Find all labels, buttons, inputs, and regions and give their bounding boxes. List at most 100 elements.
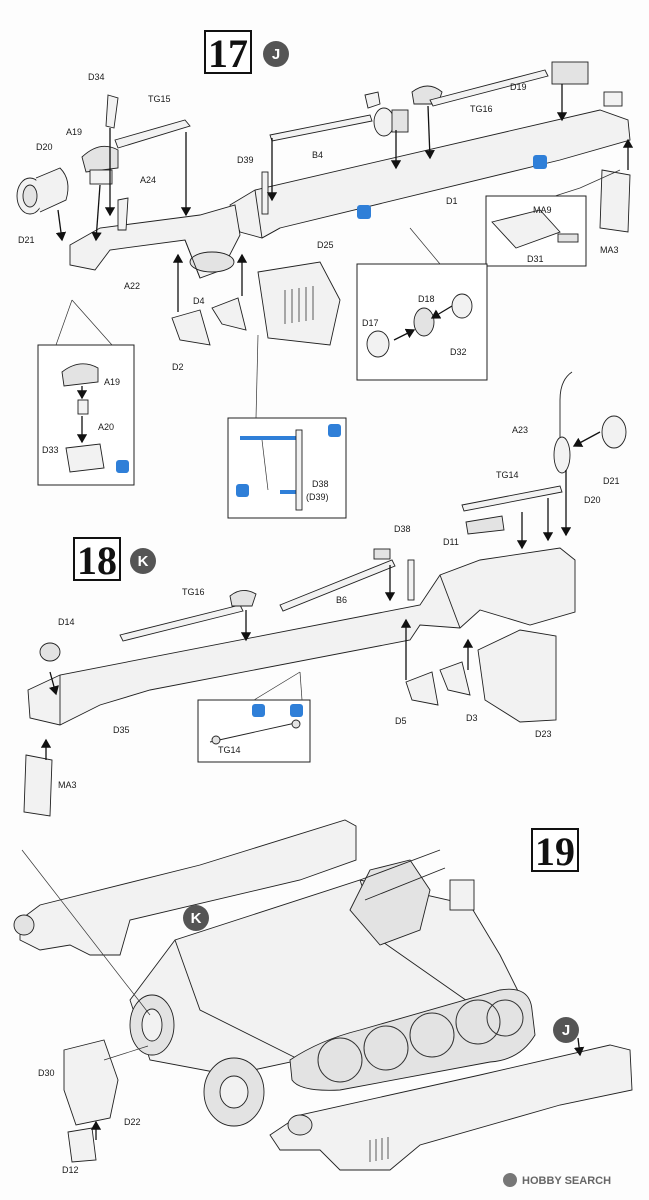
rod-b6: [279, 559, 396, 612]
label-ma9: MA9: [533, 205, 552, 215]
part-d11: [465, 515, 505, 535]
label-d4: D4: [193, 296, 205, 306]
label-d23: D23: [535, 729, 552, 739]
label-d2: D2: [172, 362, 184, 372]
plate-ma3: [599, 169, 631, 233]
subassembly-j-callout-letter: J: [562, 1022, 570, 1039]
subassembly-j-callout: [553, 1017, 579, 1043]
label-b6: B6: [336, 595, 347, 605]
headlight-d20: [35, 167, 69, 213]
subassembly-k-callout-letter: K: [191, 910, 202, 927]
label-d18: D18: [418, 294, 435, 304]
label-d17: D17: [362, 318, 379, 328]
label-tg16: TG16: [182, 587, 205, 597]
bracket-d4: [211, 297, 247, 331]
label-ma3: MA3: [58, 780, 77, 790]
rod-b4: [269, 114, 373, 142]
seat: [449, 879, 475, 911]
label-d31: D31: [527, 254, 544, 264]
fender-j-attach: [269, 1044, 633, 1171]
fender-d1: [229, 109, 631, 239]
fender-d35: [27, 547, 576, 726]
part-d39: [261, 171, 269, 215]
label-d22: D22: [124, 1117, 141, 1127]
label-a24: A24: [140, 175, 156, 185]
step-19-labels: D30 D22 D12: [38, 1068, 141, 1175]
label-tg16: TG16: [470, 104, 493, 114]
part-d19: [551, 61, 589, 85]
part-d34: [105, 94, 119, 129]
step-18-box: [73, 537, 121, 581]
label-d38: D38: [394, 524, 411, 534]
front-wheels: [129, 994, 265, 1127]
bracket-d5: [405, 671, 439, 706]
step-17-number: 17: [208, 31, 248, 76]
label-d19: D19: [510, 82, 527, 92]
bracket-d3: [439, 661, 471, 696]
cement-icon: [357, 205, 371, 219]
light-d14: [39, 642, 61, 662]
plate-ma3: [23, 754, 53, 817]
watermark-logo-icon: [503, 1173, 517, 1187]
step-19-number: 19: [535, 829, 575, 874]
step-17: 17 J: [16, 30, 634, 519]
cement-icon: [116, 460, 129, 473]
cement-icon: [290, 704, 303, 717]
label-d20: D20: [584, 495, 601, 505]
step-17-labels: D34 TG15 A19 D20 A24 D21 A22 D39 B4 TG16…: [18, 72, 619, 502]
light-part: [373, 107, 395, 137]
label-a19: A19: [66, 127, 82, 137]
rod-tg16: [119, 604, 244, 642]
step-18-labels: A23 D21 TG14 D20 D11 D38 TG16 B6 D14 D35…: [58, 425, 620, 790]
label-d14: D14: [58, 617, 75, 627]
paint-icon: [236, 484, 249, 497]
mount-d20: [553, 436, 571, 474]
part-a24: [117, 197, 129, 231]
subassembly-j-letter: J: [272, 46, 280, 63]
watermark: HOBBY SEARCH: [503, 1173, 611, 1187]
label-ma3: MA3: [600, 245, 619, 255]
label-d12: D12: [62, 1165, 79, 1175]
label-d11: D11: [443, 537, 459, 547]
track-run: [289, 988, 536, 1091]
label-a20-inset: A20: [98, 422, 114, 432]
label-d32: D32: [450, 347, 467, 357]
label-a23: A23: [512, 425, 528, 435]
post-d38: [407, 559, 415, 601]
bracket-d2: [171, 309, 211, 346]
plate-d23: [477, 629, 557, 723]
label-d34: D34: [88, 72, 105, 82]
bracket-d12: [67, 1127, 97, 1163]
label-d39-inset: (D39): [306, 492, 329, 502]
notek-a19: [81, 145, 119, 173]
subassembly-k-callout: [183, 905, 209, 931]
label-d5: D5: [395, 716, 407, 726]
label-tg14-inset: TG14: [218, 745, 241, 755]
label-d21: D21: [18, 235, 35, 245]
label-a22: A22: [124, 281, 140, 291]
label-d3: D3: [466, 713, 478, 723]
watermark-text: HOBBY SEARCH: [522, 1175, 611, 1187]
step-18: 18 K: [23, 371, 627, 817]
label-d39: D39: [237, 155, 254, 165]
fender-k-installed: [19, 819, 357, 956]
step-19-box: [531, 828, 579, 872]
label-tg15: TG15: [148, 94, 171, 104]
label-d25: D25: [317, 240, 334, 250]
label-d21: D21: [603, 476, 620, 486]
part-tg15: [114, 119, 191, 149]
cement-icon: [328, 424, 341, 437]
paint-icon: [252, 704, 265, 717]
label-d35: D35: [113, 725, 130, 735]
cement-icon: [533, 155, 547, 169]
subassembly-k-badge: [130, 548, 156, 574]
subassembly-j-badge: [263, 41, 289, 67]
light-d21: [601, 415, 627, 449]
label-a19-inset: A19: [104, 377, 120, 387]
label-d33-inset: D33: [42, 445, 59, 455]
rod-tg14: [461, 485, 563, 512]
label-tg14: TG14: [496, 470, 519, 480]
mudflap-d22: [63, 1039, 119, 1126]
